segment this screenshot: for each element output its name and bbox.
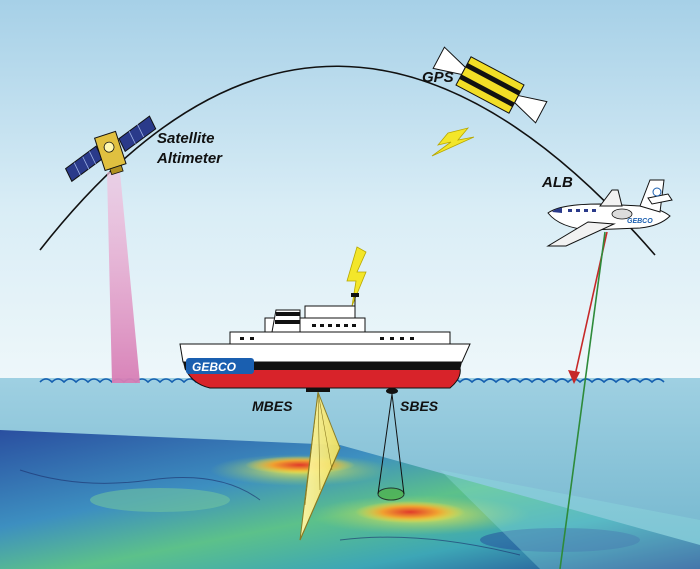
ship-logo: GEBCO — [192, 360, 237, 374]
laser-arrowhead — [568, 370, 580, 384]
lightning-icon — [431, 127, 475, 157]
sbes-label: SBES — [400, 398, 439, 414]
mbes-transducer — [306, 388, 330, 392]
seabed-bathymetry-map — [0, 430, 700, 569]
satellite-icon — [64, 115, 157, 183]
alb-label: ALB — [541, 174, 573, 191]
satellite-label-line2: Altimeter — [156, 150, 223, 167]
ship-icon — [179, 293, 471, 394]
sbes-cone — [377, 393, 405, 501]
satellite-label-line1: Satellite — [157, 130, 215, 147]
alb-laser-green — [559, 231, 606, 569]
mbes-swath-fan — [299, 391, 341, 541]
lightning-icon — [346, 246, 367, 307]
altimeter-beam — [107, 172, 140, 383]
gps-satellite-icon — [432, 46, 548, 124]
ship-logo-box — [186, 358, 254, 374]
gps-label: GPS — [422, 69, 454, 86]
plane-logo: GEBCO — [627, 218, 653, 225]
sbes-transducer — [386, 388, 398, 394]
mbes-label: MBES — [252, 398, 293, 414]
aircraft-icon — [546, 179, 673, 247]
